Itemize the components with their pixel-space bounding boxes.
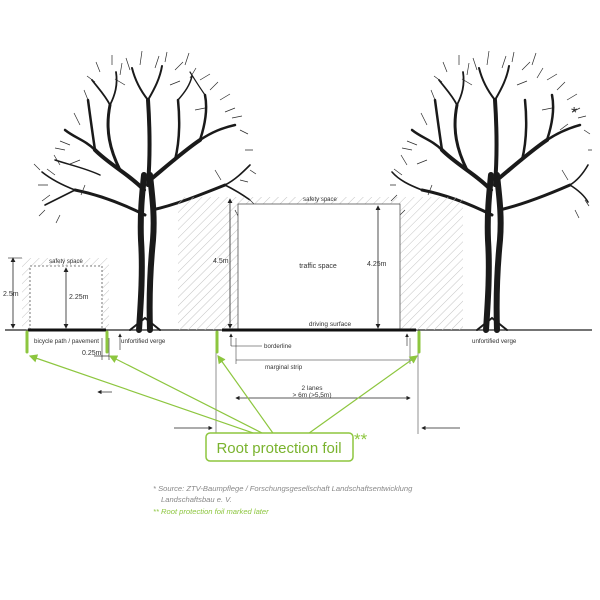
height-4-5m-label: 4.5m [213, 258, 229, 265]
safety-space-left-label: safety space [49, 259, 83, 265]
width-0-25m-label: 0.25m [82, 350, 102, 357]
height-4-25m-label: 4.25m [367, 261, 387, 268]
source-note-line1: * Source: ZTV-Baumpflege / Forschungsges… [153, 484, 413, 493]
bicycle-path-label: bicycle path / pavement [34, 338, 99, 345]
lanes-label-line2: > 6m (>5,5m) [292, 392, 331, 399]
marginal-strip-label: marginal strip [265, 364, 303, 371]
borderline-label: borderline [264, 343, 292, 350]
height-2-25m-label: 2.25m [69, 294, 89, 301]
main-safety-box [178, 197, 463, 331]
driving-surface-label: driving surface [309, 321, 352, 328]
foil-callout-text: Root protection foil [216, 440, 341, 457]
foil-note: ** Root protection foil marked later [153, 507, 269, 516]
height-2-5m-label: 2.5m [3, 291, 19, 298]
foil-leader-lines [28, 354, 418, 437]
unfortified-verge-right-label: unfortified verge [472, 338, 517, 345]
left-tree-illustration [41, 65, 251, 333]
unfortified-verge-left-label: unfortified verge [121, 338, 166, 345]
foil-marks [25, 330, 421, 354]
right-tree-illustration [391, 65, 589, 333]
source-note-line2: Landschaftsbau e. V. [161, 495, 232, 504]
bicycle-safety-box [22, 258, 109, 331]
foil-callout-mark: ** [354, 430, 368, 449]
traffic-space-label: traffic space [299, 263, 337, 270]
lanes-label-line1: 2 lanes [302, 385, 324, 392]
foil-callout-box [205, 432, 354, 462]
left-tree-twigs [33, 50, 257, 224]
safety-space-main-label: safety space [303, 197, 337, 203]
corner-asterisk: * [571, 105, 577, 122]
